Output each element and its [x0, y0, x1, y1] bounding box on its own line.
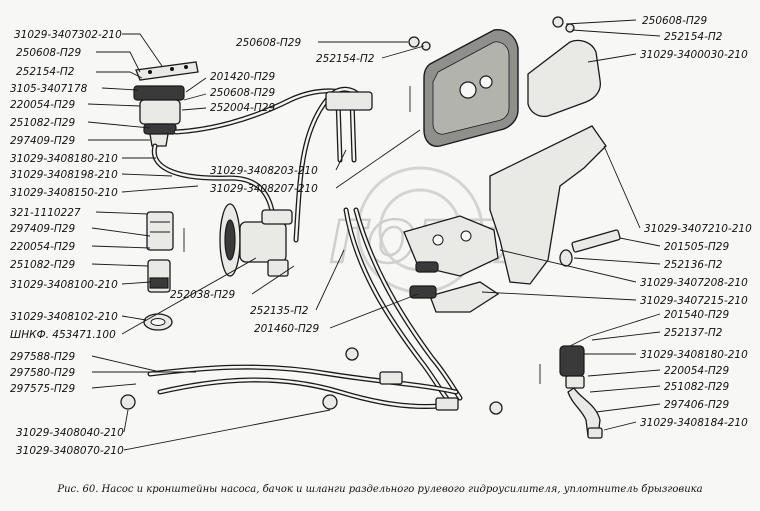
label-center-9: 201460-П29 — [254, 323, 319, 335]
label-right-3: 31029-3407210-210 — [644, 223, 752, 235]
hose-bracket — [325, 91, 373, 111]
label-left-8: 31029-3408198-210 — [10, 169, 118, 181]
label-right-14: 31029-3408184-210 — [640, 417, 748, 429]
label-right-12: 251082-П29 — [664, 381, 729, 393]
label-center-6: 31029-3408207-210 — [210, 183, 318, 195]
labels-center: 201420-П29 250608-П29 252004-П29 250608-… — [170, 37, 375, 335]
steering-linkage — [120, 347, 503, 415]
labels-left: 31029-3407302-210 250608-П29 252154-П2 3… — [10, 29, 124, 457]
label-center-1: 250608-П29 — [210, 87, 275, 99]
power-steering-pump — [219, 203, 293, 277]
label-right-11: 220054-П29 — [664, 365, 729, 377]
label-left-13: 251082-П29 — [10, 259, 75, 271]
cover-plate — [527, 39, 602, 118]
elbow-hose-fitting — [559, 345, 603, 439]
label-right-13: 297406-П29 — [664, 399, 729, 411]
label-right-4: 201505-П29 — [664, 241, 729, 253]
splash-guard-seal — [423, 29, 519, 147]
label-left-19: 297575-П29 — [10, 383, 75, 395]
label-left-12: 220054-П29 — [10, 241, 75, 253]
label-left-15: 31029-3408102-210 — [10, 311, 118, 323]
pump-bracket — [403, 125, 607, 313]
label-right-6: 31029-3407208-210 — [640, 277, 748, 289]
label-center-4: 252154-П2 — [316, 53, 375, 65]
labels-right: 250608-П29 252154-П2 31029-3400030-210 3… — [640, 15, 752, 429]
figure-caption: Рис. 60. Насос и кронштейны насоса, бачо… — [56, 484, 702, 495]
label-left-18: 297580-П29 — [10, 367, 75, 379]
label-center-8: 252135-П2 — [250, 305, 309, 317]
label-right-0: 250608-П29 — [642, 15, 707, 27]
label-left-3: 3105-3407178 — [10, 83, 88, 95]
label-left-7: 31029-3408180-210 — [10, 153, 118, 165]
label-left-14: 31029-3408100-210 — [10, 279, 118, 291]
label-right-7: 31029-3407215-210 — [640, 295, 748, 307]
label-left-10: 321-1110227 — [10, 207, 81, 219]
label-left-20: 31029-3408040-210 — [16, 427, 124, 439]
reference-marks — [183, 86, 541, 384]
label-right-5: 252136-П2 — [664, 259, 723, 271]
label-left-11: 297409-П29 — [10, 223, 75, 235]
label-left-21: 31029-3408070-210 — [16, 445, 124, 457]
label-left-0: 31029-3407302-210 — [14, 29, 122, 41]
label-left-4: 220054-П29 — [10, 99, 75, 111]
label-center-0: 201420-П29 — [210, 71, 275, 83]
label-left-1: 250608-П29 — [16, 47, 81, 59]
label-right-9: 252137-П2 — [664, 327, 723, 339]
label-center-7: 252038-П29 — [170, 289, 235, 301]
filter-parts — [143, 211, 174, 331]
label-right-10: 31029-3408180-210 — [640, 349, 748, 361]
reservoir-assembly — [133, 61, 199, 147]
label-center-2: 252004-П29 — [210, 102, 275, 114]
label-left-5: 251082-П29 — [10, 117, 75, 129]
label-right-8: 201540-П29 — [664, 309, 729, 321]
label-right-1: 252154-П2 — [664, 31, 723, 43]
label-center-3: 250608-П29 — [236, 37, 301, 49]
label-left-16: ШНКФ. 453471.100 — [10, 329, 116, 341]
label-left-2: 252154-П2 — [16, 66, 75, 78]
label-center-5: 31029-3408203-210 — [210, 165, 318, 177]
label-left-17: 297588-П29 — [10, 351, 75, 363]
label-left-9: 31029-3408150-210 — [10, 187, 118, 199]
leader-lines — [87, 19, 661, 451]
label-left-6: 297409-П29 — [10, 135, 75, 147]
hose-lines — [151, 86, 463, 403]
label-right-2: 31029-3400030-210 — [640, 49, 748, 61]
